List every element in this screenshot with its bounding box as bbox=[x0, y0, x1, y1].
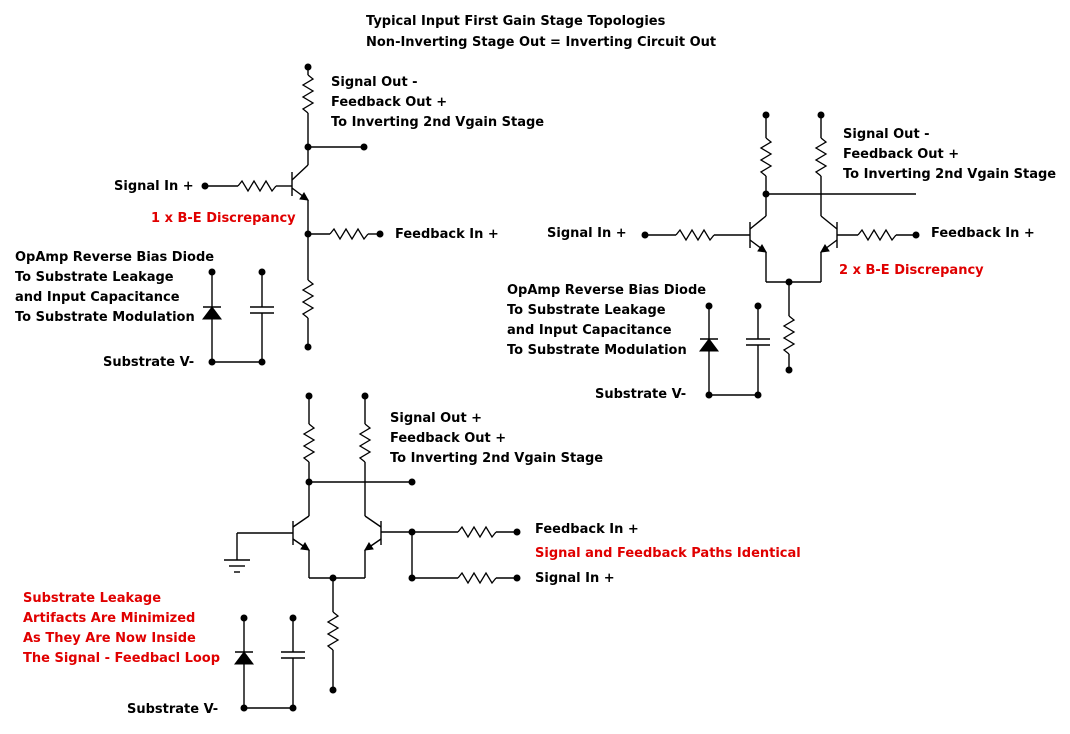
right-collector-resistor bbox=[358, 423, 372, 463]
discrepancy-note: 1 x B-E Discrepancy bbox=[151, 211, 296, 226]
feedback-resistor bbox=[329, 227, 369, 241]
input-resistor bbox=[675, 228, 715, 242]
substrate-note-line-3: and Input Capacitance bbox=[15, 290, 180, 305]
output-label-line-2: Feedback Out + bbox=[843, 147, 959, 162]
substrate-label: Substrate V- bbox=[595, 387, 686, 402]
emitter-resistor bbox=[301, 279, 315, 319]
substrate-capacitor bbox=[746, 338, 770, 346]
left-npn-transistor bbox=[749, 215, 767, 253]
circuit-identical-paths: Feedback In + Signal In + Signal and Fee… bbox=[23, 392, 801, 717]
substrate-note-line-2: To Substrate Leakage bbox=[507, 303, 666, 318]
output-label-line-2: Feedback Out + bbox=[331, 95, 447, 110]
feedback-resistor bbox=[457, 525, 497, 539]
substrate-note-line-1: OpAmp Reverse Bias Diode bbox=[507, 283, 706, 298]
right-collector-resistor bbox=[814, 137, 828, 177]
feedback-in-label: Feedback In + bbox=[931, 226, 1035, 241]
leakage-note-line-2: Artifacts Are Minimized bbox=[23, 611, 195, 626]
leakage-note-line-4: The Signal - Feedbacl Loop bbox=[23, 651, 220, 666]
feedback-in-terminal bbox=[376, 230, 384, 238]
identical-paths-note: Signal and Feedback Paths Identical bbox=[535, 546, 801, 561]
substrate-diode bbox=[699, 338, 719, 352]
left-collector-resistor bbox=[302, 423, 316, 463]
ground-icon bbox=[224, 559, 250, 573]
substrate-note-line-1: OpAmp Reverse Bias Diode bbox=[15, 250, 214, 265]
leakage-note-line-3: As They Are Now Inside bbox=[23, 631, 196, 646]
substrate-note-line-4: To Substrate Modulation bbox=[15, 310, 195, 325]
right-npn-transistor bbox=[364, 515, 382, 551]
substrate-label: Substrate V- bbox=[127, 702, 218, 717]
title-line-1: Typical Input First Gain Stage Topologie… bbox=[366, 14, 666, 29]
substrate-diode bbox=[202, 306, 222, 320]
tail-resistor bbox=[782, 315, 796, 355]
substrate-capacitor bbox=[281, 651, 305, 659]
output-label-line-2: Feedback Out + bbox=[390, 431, 506, 446]
discrepancy-note: 2 x B-E Discrepancy bbox=[839, 263, 984, 278]
substrate-label: Substrate V- bbox=[103, 355, 194, 370]
feedback-in-label: Feedback In + bbox=[395, 227, 499, 242]
output-label-line-1: Signal Out + bbox=[390, 411, 482, 426]
signal-in-label: Signal In + bbox=[547, 226, 627, 241]
left-npn-transistor bbox=[292, 515, 310, 551]
substrate-note-line-2: To Substrate Leakage bbox=[15, 270, 174, 285]
input-resistor bbox=[237, 179, 277, 193]
title-line-2: Non-Inverting Stage Out = Inverting Circ… bbox=[366, 35, 716, 50]
substrate-diode bbox=[234, 651, 254, 665]
substrate-note-line-4: To Substrate Modulation bbox=[507, 343, 687, 358]
substrate-note-line-3: and Input Capacitance bbox=[507, 323, 672, 338]
signal-in-label: Signal In + bbox=[114, 179, 194, 194]
substrate-capacitor bbox=[250, 306, 274, 314]
output-label-line-3: To Inverting 2nd Vgain Stage bbox=[843, 167, 1056, 182]
leakage-note-line-1: Substrate Leakage bbox=[23, 591, 161, 606]
left-collector-resistor bbox=[759, 137, 773, 177]
output-label-line-1: Signal Out - bbox=[843, 127, 930, 142]
input-resistor bbox=[457, 571, 497, 585]
npn-transistor bbox=[291, 147, 309, 234]
collector-resistor bbox=[301, 74, 315, 114]
output-label-line-3: To Inverting 2nd Vgain Stage bbox=[390, 451, 603, 466]
feedback-in-label: Feedback In + bbox=[535, 522, 639, 537]
feedback-resistor bbox=[857, 228, 897, 242]
output-label-line-3: To Inverting 2nd Vgain Stage bbox=[331, 115, 544, 130]
tail-resistor bbox=[326, 611, 340, 651]
signal-in-label: Signal In + bbox=[535, 571, 615, 586]
output-label-line-1: Signal Out - bbox=[331, 75, 418, 90]
output-node bbox=[360, 143, 368, 151]
circuit-differential-pair: Signal In + Feedback In + Signal Out - F… bbox=[507, 111, 1056, 402]
right-npn-transistor bbox=[820, 215, 838, 253]
circuit-single-transistor: Signal In + 1 x B-E Discrepancy Feedback… bbox=[15, 63, 544, 370]
